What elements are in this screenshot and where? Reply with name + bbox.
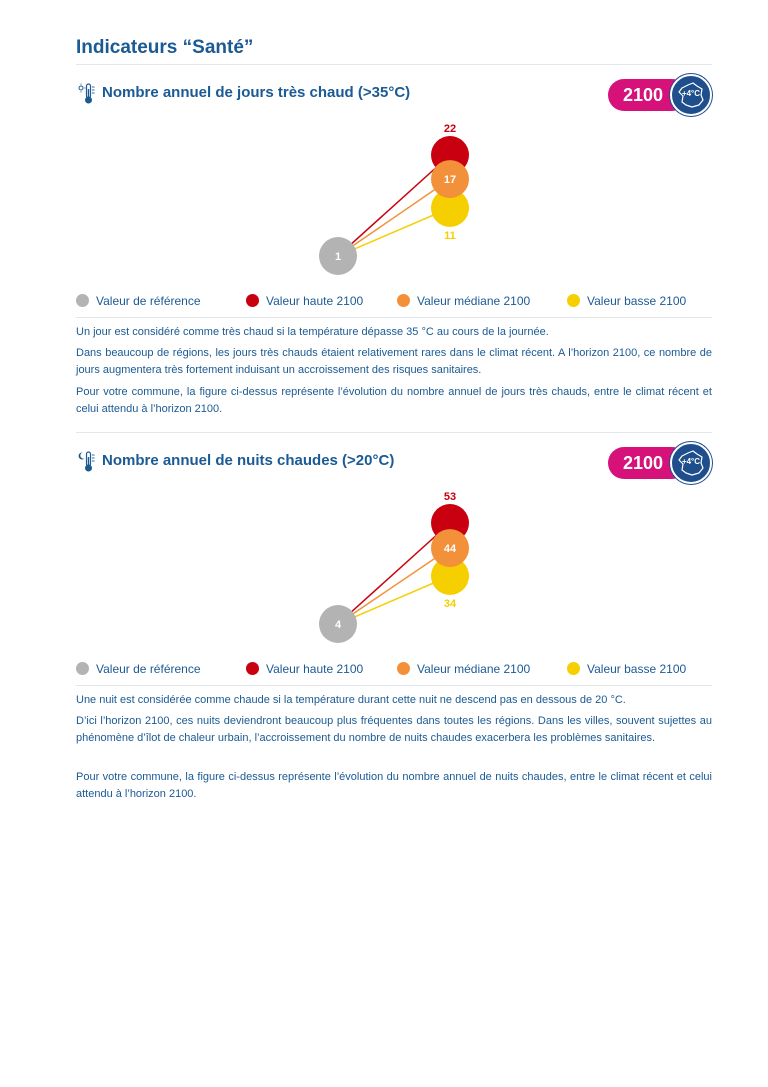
legend-label: Valeur basse 2100 <box>587 294 687 308</box>
connector-line-high <box>337 154 451 257</box>
value-circle-median <box>431 529 469 568</box>
value-label-low: 34 <box>444 598 457 610</box>
paragraph: Une nuit est considérée comme chaude si … <box>76 694 626 706</box>
horizon-badge: 2100 +4°C <box>608 442 712 484</box>
title-divider <box>76 64 712 65</box>
france-map-icon <box>678 450 704 476</box>
value-circle-reference <box>319 605 357 643</box>
legend-dot-high <box>246 662 259 675</box>
connector-line-low <box>337 575 451 625</box>
section-header: Nombre annuel de nuits chaudes (>20°C) 2… <box>76 442 712 484</box>
france-map-icon <box>678 82 704 108</box>
value-label-high: 22 <box>444 123 456 135</box>
value-label-median: 44 <box>444 543 457 555</box>
badge-warming: +4°C <box>681 89 701 98</box>
paragraph: Pour votre commune, la figure ci-dessus … <box>76 771 712 800</box>
paragraph: D’ici l’horizon 2100, ces nuits deviendr… <box>76 715 712 744</box>
value-label-reference: 4 <box>335 619 342 631</box>
horizon-badge: 2100 +4°C <box>608 74 712 116</box>
paragraph: Un jour est considéré comme très chaud s… <box>76 326 549 338</box>
connector-line-median <box>337 547 451 625</box>
chart-warm-nights: 4 53 44 34 <box>76 486 712 666</box>
legend-dot-high <box>246 294 259 307</box>
legend: Valeur de référence Valeur haute 2100 Va… <box>76 292 712 310</box>
paragraph: Dans beaucoup de régions, les jours très… <box>76 347 712 376</box>
paragraph: Pour votre commune, la figure ci-dessus … <box>76 386 712 415</box>
badge-year: 2100 <box>622 85 664 105</box>
chart-hot-days: 1 22 17 11 <box>76 118 712 298</box>
value-circle-median <box>431 160 469 199</box>
section-title: Nombre annuel de jours très chaud (>35°C… <box>102 84 411 101</box>
thermometer-sun-icon <box>78 83 95 104</box>
section-divider <box>76 432 712 433</box>
connector-line-low <box>337 207 451 257</box>
connector-line-median <box>337 178 451 257</box>
legend-dot-median <box>397 662 410 675</box>
badge-warming: +4°C <box>681 457 701 466</box>
value-label-reference: 1 <box>335 251 341 263</box>
connector-line-high <box>337 522 451 625</box>
chart-svg: 1 22 17 11 <box>319 123 469 275</box>
legend-label: Valeur basse 2100 <box>587 662 687 676</box>
legend-label: Valeur haute 2100 <box>266 294 364 308</box>
legend-label: Valeur de référence <box>96 662 201 676</box>
legend-label: Valeur médiane 2100 <box>417 662 531 676</box>
legend-dot-low <box>567 662 580 675</box>
value-circle-low <box>431 557 469 595</box>
legend-dot-median <box>397 294 410 307</box>
legend: Valeur de référence Valeur haute 2100 Va… <box>76 660 712 678</box>
legend-label: Valeur haute 2100 <box>266 662 364 676</box>
value-label-low: 11 <box>444 230 456 242</box>
legend-divider <box>76 317 712 318</box>
legend-label: Valeur de référence <box>96 294 201 308</box>
badge-circle: +4°C <box>670 74 712 116</box>
legend-dot-reference <box>76 294 89 307</box>
page-title: Indicateurs “Santé” <box>76 37 254 58</box>
value-circle-reference <box>319 237 357 275</box>
section-header: Nombre annuel de jours très chaud (>35°C… <box>76 74 712 116</box>
value-label-median: 17 <box>444 174 456 186</box>
chart-svg: 4 53 44 34 <box>319 491 469 643</box>
section-title: Nombre annuel de nuits chaudes (>20°C) <box>102 452 395 469</box>
thermometer-moon-icon <box>78 451 95 472</box>
badge-year: 2100 <box>622 453 664 473</box>
value-circle-low <box>431 189 469 227</box>
legend-dot-low <box>567 294 580 307</box>
legend-dot-reference <box>76 662 89 675</box>
legend-label: Valeur médiane 2100 <box>417 294 531 308</box>
badge-circle: +4°C <box>670 442 712 484</box>
legend-divider <box>76 685 712 686</box>
value-label-high: 53 <box>444 491 456 503</box>
